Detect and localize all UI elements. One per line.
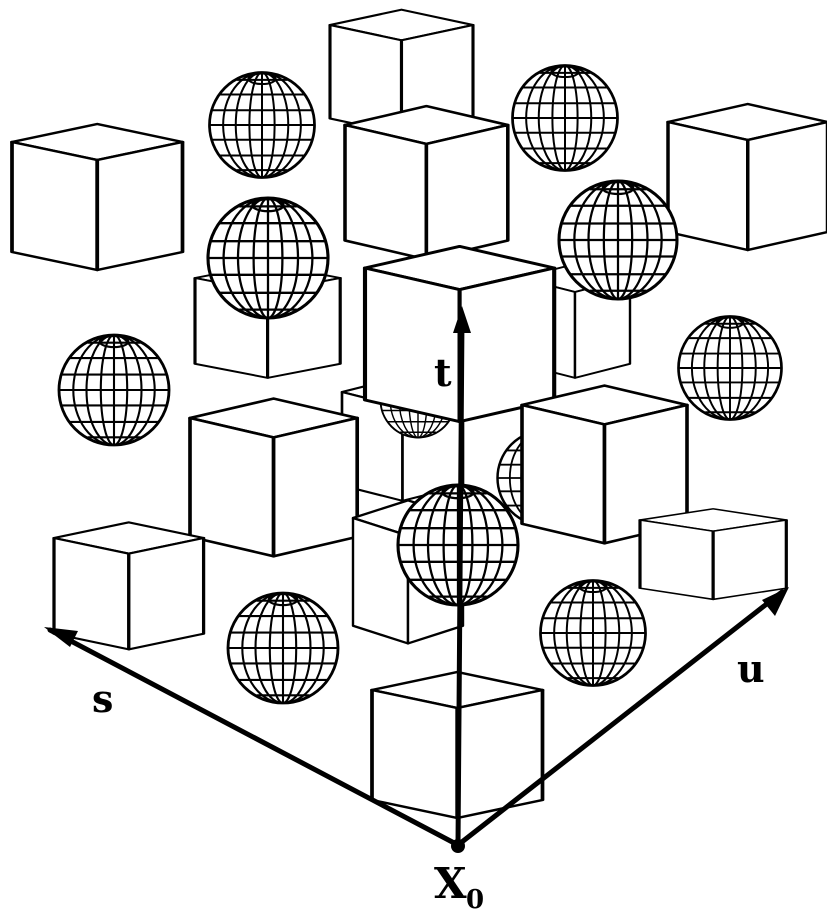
t-axis xyxy=(455,315,465,848)
sphere-icon xyxy=(539,579,647,687)
cube-icon xyxy=(638,507,788,601)
u-axis xyxy=(455,589,785,848)
sphere-icon xyxy=(57,333,171,447)
sphere-icon xyxy=(208,71,316,179)
sphere-icon xyxy=(226,591,340,705)
t-axis-label: t xyxy=(434,350,452,395)
s-axis-arrowhead xyxy=(44,627,78,647)
origin-label: X xyxy=(434,859,467,908)
u-axis-arrowhead xyxy=(762,587,789,616)
sphere-icon xyxy=(677,315,783,421)
cube-icon xyxy=(188,396,360,559)
sphere-icon xyxy=(206,196,330,320)
sphere-icon xyxy=(557,179,679,301)
cube-icon xyxy=(666,102,827,252)
s-axis xyxy=(47,627,461,848)
cube-icon xyxy=(52,520,206,651)
s-axis-label: s xyxy=(92,676,113,721)
cube-icon xyxy=(10,122,185,272)
u-axis-label: u xyxy=(737,646,765,691)
cube-icon xyxy=(343,104,510,262)
origin-subscript: 0 xyxy=(466,885,484,915)
t-axis-arrowhead xyxy=(453,306,471,333)
sphere-icon xyxy=(511,64,619,172)
origin-point xyxy=(451,839,465,853)
